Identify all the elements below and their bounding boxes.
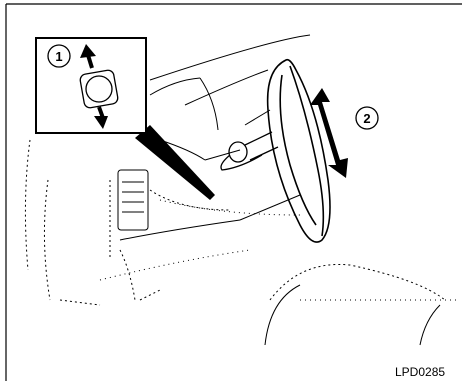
lower-interior-details: [25, 140, 445, 305]
steering-column-stalk: [221, 132, 278, 170]
callout-1-label: 1: [55, 49, 62, 64]
callout-2-label: 2: [363, 111, 370, 126]
inset-leader-wedge: [135, 125, 215, 200]
vent-grille: [118, 170, 148, 230]
seat-contour: [265, 285, 440, 345]
callout-2: 2: [356, 107, 378, 129]
lever-knob-center: [86, 76, 112, 102]
inset-box: 1: [36, 38, 146, 133]
steering-wheel: [268, 60, 330, 242]
tilt-double-arrow: [310, 88, 348, 178]
floor-stipple: [100, 200, 460, 300]
figure-code: LPD0285: [395, 365, 445, 379]
